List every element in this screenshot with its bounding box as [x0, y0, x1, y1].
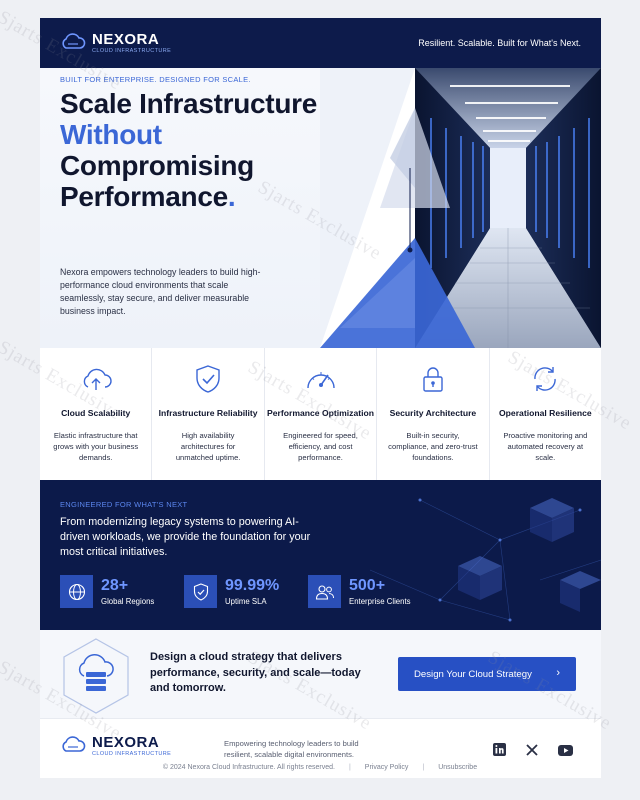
feature-desc: Elastic infrastructure that grows with y…: [53, 431, 139, 462]
shield-check-icon: [189, 360, 227, 398]
brand-name: NEXORA: [92, 734, 160, 752]
band-text: From modernizing legacy systems to power…: [60, 516, 311, 558]
feature-desc: Proactive monitoring and automated recov…: [503, 431, 588, 462]
cloud-server-hex-icon: [60, 636, 132, 721]
legal-links: © 2024 Nexora Cloud Infrastructure. All …: [0, 764, 640, 771]
feature-security-architecture: Security Architecture Built-in security,…: [377, 348, 490, 480]
users-icon: [308, 575, 341, 608]
hero-title: Scale Infrastructure Without Compromisin…: [60, 88, 360, 212]
youtube-icon[interactable]: [558, 743, 573, 761]
brand-subtitle: CLOUD INFRASTRUCTURE: [92, 751, 172, 758]
chevron-right-icon: ›: [556, 667, 560, 679]
stats-band: ENGINEERED FOR WHAT'S NEXT From moderniz…: [40, 480, 601, 630]
cta-section: Design a cloud strategy that delivers pe…: [40, 630, 601, 734]
globe-icon: [60, 575, 93, 608]
refresh-cycle-icon: [526, 360, 564, 398]
cta-button-label: Design Your Cloud Strategy: [414, 668, 532, 680]
hero-title-line3: Compromising: [60, 150, 254, 181]
feature-cloud-scalability: Cloud Scalability Elastic infrastructure…: [40, 348, 153, 480]
stat-clients: 500+ Enterprise Clients: [308, 575, 432, 608]
stat-uptime: 99.99% Uptime SLA: [184, 575, 308, 608]
hero-title-line1: Scale Infrastructure: [60, 88, 317, 119]
cloud-upload-icon: [77, 360, 115, 398]
hero-lead-text: Nexora empowers technology leaders to bu…: [60, 267, 261, 316]
legal-divider: |: [422, 764, 425, 771]
cta-text: Design a cloud strategy that delivers pe…: [150, 651, 361, 694]
features-row: Cloud Scalability Elastic infrastructure…: [40, 348, 601, 480]
privacy-policy-link[interactable]: Privacy Policy: [364, 764, 409, 771]
hero-title-line4: Performance: [60, 181, 228, 212]
copyright-text: © 2024 Nexora Cloud Infrastructure. All …: [162, 764, 335, 771]
feature-title: Performance Optimization: [267, 408, 374, 419]
hero-title-line2: Without: [60, 119, 162, 150]
x-icon[interactable]: [526, 743, 538, 761]
speedometer-icon: [302, 360, 340, 398]
footer-logo[interactable]: NEXORA CLOUD INFRASTRUCTURE: [60, 735, 171, 758]
feature-title: Operational Resilience: [499, 408, 592, 419]
stat-label: Global Regions: [101, 597, 155, 606]
feature-infrastructure-reliability: Infrastructure Reliability High availabi…: [152, 348, 265, 480]
datacenter-hero-image: [320, 68, 601, 348]
brand-logo[interactable]: NEXORA CLOUD INFRASTRUCTURE: [60, 32, 171, 55]
feature-desc: Built-in security, compliance, and zero-…: [388, 431, 478, 462]
social-links: [493, 743, 573, 761]
footer-tagline: Empowering technology leaders to build r…: [224, 739, 359, 759]
legal-divider: |: [348, 764, 351, 771]
stat-value: 28+: [101, 577, 129, 594]
linkedin-icon[interactable]: [493, 743, 506, 761]
stat-regions: 28+ Global Regions: [60, 575, 184, 608]
feature-desc: High availability architectures for unma…: [175, 431, 241, 462]
feature-performance-optimization: Performance Optimization Engineered for …: [265, 348, 378, 480]
email-page: NEXORA CLOUD INFRASTRUCTURE Resilient. S…: [40, 18, 601, 778]
header-tagline: Resilient. Scalable. Built for What's Ne…: [418, 38, 581, 48]
brand-subtitle: CLOUD INFRASTRUCTURE: [92, 47, 172, 54]
hero-title-dot: .: [227, 181, 236, 212]
cloud-logo-icon: [60, 735, 86, 758]
feature-title: Security Architecture: [389, 408, 477, 419]
shield-icon: [184, 575, 217, 608]
feature-operational-resilience: Operational Resilience Proactive monitor…: [490, 348, 601, 480]
feature-title: Infrastructure Reliability: [158, 408, 258, 419]
stat-value: 500+: [349, 577, 386, 594]
stat-value: 99.99%: [225, 577, 280, 594]
lock-icon: [414, 360, 452, 398]
feature-title: Cloud Scalability: [61, 408, 131, 419]
stats-row: 28+ Global Regions 99.99% Uptime SLA 5: [60, 575, 432, 608]
feature-desc: Engineered for speed, efficiency, and co…: [283, 431, 358, 462]
unsubscribe-link[interactable]: Unsubscribe: [438, 764, 478, 771]
band-eyebrow: ENGINEERED FOR WHAT'S NEXT: [60, 500, 188, 509]
stat-label: Uptime SLA: [225, 597, 267, 606]
cloud-logo-icon: [60, 32, 86, 55]
brand-name: NEXORA: [92, 30, 160, 48]
design-strategy-button[interactable]: Design Your Cloud Strategy ›: [398, 657, 576, 691]
stat-label: Enterprise Clients: [349, 597, 411, 606]
footer: NEXORA CLOUD INFRASTRUCTURE Empowering t…: [40, 718, 601, 778]
header-bar: NEXORA CLOUD INFRASTRUCTURE Resilient. S…: [40, 18, 601, 68]
hero-eyebrow: BUILT FOR ENTERPRISE. DESIGNED FOR SCALE…: [60, 75, 251, 84]
